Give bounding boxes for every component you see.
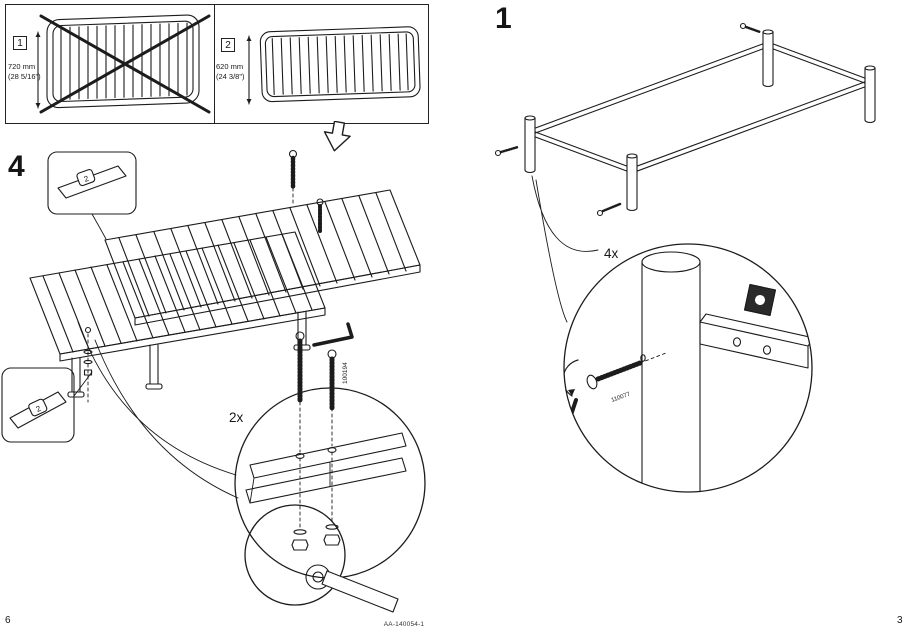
- nut-icon: [323, 534, 341, 546]
- allen-key-icon: [564, 398, 578, 450]
- inset-callout-2: 2: [1, 367, 93, 443]
- footer-left-page-number: 6: [5, 615, 11, 626]
- square-nut-icon: [744, 284, 776, 316]
- small-fitting-icons: [83, 326, 93, 403]
- option2-label: 2: [221, 38, 235, 52]
- screw-icon-top: [288, 149, 324, 234]
- down-arrow-icon: [323, 121, 351, 152]
- footer-right-page-number: 3: [897, 615, 903, 626]
- step4-part-number: 100194: [342, 362, 349, 384]
- inset-callout-1: 2: [47, 151, 137, 240]
- leader-lines: [77, 321, 239, 499]
- rotation-arrow-icon: [564, 359, 579, 397]
- slat-pack-right: [246, 26, 421, 105]
- magnifier-circle: [563, 243, 813, 493]
- panel-divider: [214, 5, 215, 123]
- comparison-panel: [5, 4, 429, 124]
- option1-dim-imperial: (28 5/16"): [8, 72, 41, 81]
- slat-base-lower: [29, 231, 326, 362]
- slat-base-upper: [104, 189, 421, 326]
- step1-quantity: 4x: [604, 246, 619, 261]
- cross-out-icon: [39, 14, 211, 114]
- allen-key-icon: [312, 322, 354, 347]
- step4-diagram: 2 2 100194: [1, 149, 426, 613]
- option2-dim-metric: 620 mm: [216, 62, 244, 71]
- comparison-diagram: [35, 14, 421, 114]
- magnifier-content: 110077: [564, 251, 812, 492]
- magnifier-detail: [234, 387, 426, 613]
- slat-pack-wrong: [35, 14, 211, 114]
- frame-legs: [524, 29, 876, 212]
- option1-dim-metric: 720 mm: [8, 62, 36, 71]
- step1-part-number: 110077: [611, 391, 632, 404]
- nut-icon: [291, 539, 309, 551]
- screw-icon-detail: [586, 352, 667, 390]
- inset1-tag: 2: [83, 174, 91, 184]
- bed-frame-rails: [529, 41, 871, 174]
- wrench-icon: [305, 564, 399, 613]
- step1-number: 1: [495, 2, 512, 35]
- footer-doc-code: AA-140054-1: [383, 621, 425, 628]
- step4-number: 4: [8, 150, 25, 183]
- step1-diagram: 110077: [494, 22, 876, 493]
- inset2-tag: 2: [35, 404, 43, 414]
- leader-lines: [531, 175, 599, 323]
- option1-label: 1: [13, 36, 27, 50]
- step4-quantity: 2x: [229, 410, 244, 425]
- bolt-icons: [295, 331, 337, 453]
- option2-dim-imperial: (24 3/8"): [216, 72, 245, 81]
- corner-screw-icons: [494, 22, 762, 217]
- bed-legs: [67, 311, 311, 398]
